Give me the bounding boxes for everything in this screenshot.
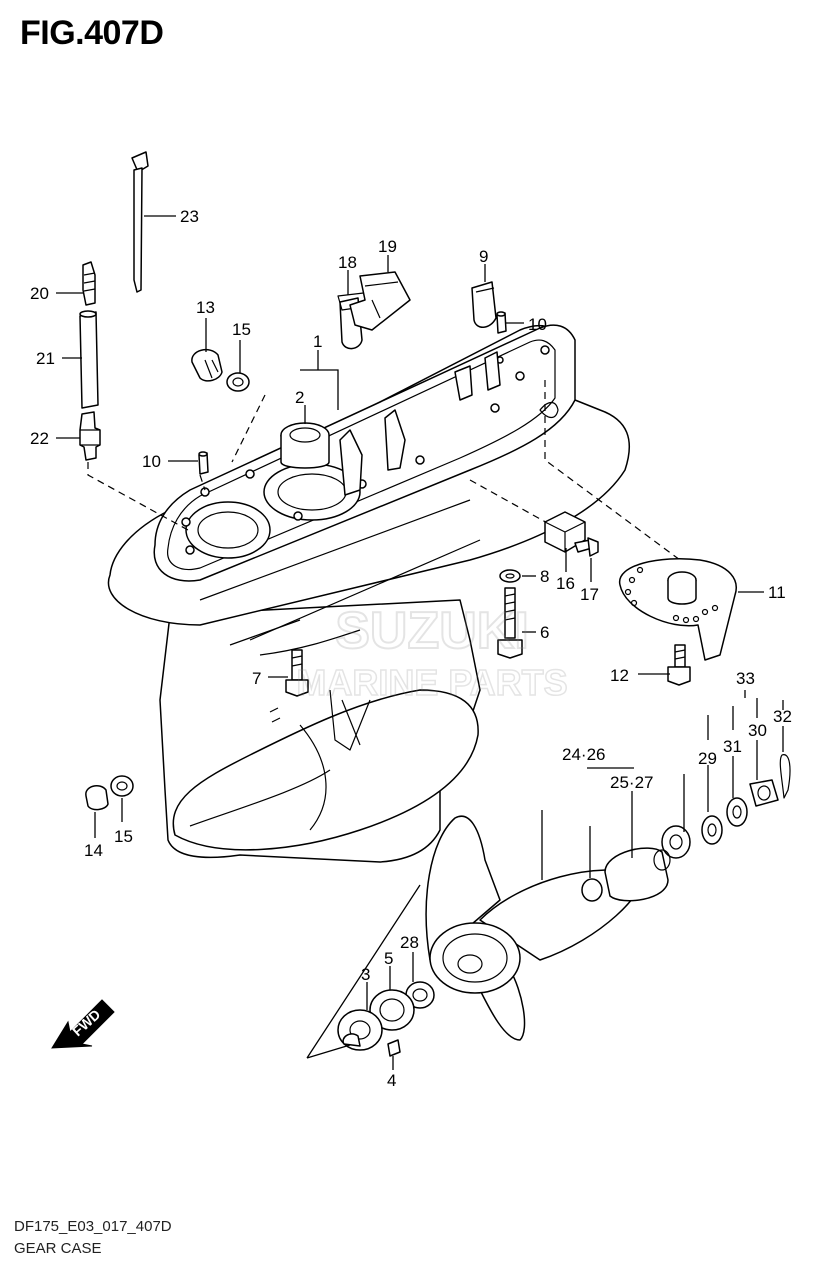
part-24-26-spacer [661,825,691,859]
part-23-cable-tie [131,151,149,293]
part-10-dowel-pin-left [198,451,209,475]
callout-32: 32 [773,707,792,726]
callout-4: 4 [387,1071,396,1090]
callout-14: 14 [84,841,103,860]
callout-5: 5 [384,949,393,968]
callout-17: 17 [580,585,599,604]
leader-lines [56,215,784,1070]
callout-13: 13 [196,298,215,317]
callout-10-right: 10 [528,315,547,334]
callout-8: 8 [540,567,549,586]
callout-19: 19 [378,237,397,256]
callout-16: 16 [556,574,575,593]
part-14-drain-plug [85,785,109,811]
section-name: GEAR CASE [14,1240,102,1257]
part-8-washer [499,569,521,583]
callout-18: 18 [338,253,357,272]
callout-22: 22 [30,429,49,448]
gear-case-housing [107,324,631,863]
part-3-bearing [337,1009,383,1051]
callout-15-lower: 15 [114,827,133,846]
part-4-pin [387,1039,401,1057]
part-30-nut [749,779,779,807]
callout-29: 29 [698,749,717,768]
model-code: DF175_E03_017_407D [14,1218,172,1235]
part-17-bolt [574,537,599,557]
callout-10-left: 10 [142,452,161,471]
part-20-hose-fitting [82,261,96,306]
fwd-arrow-icon: FWD [51,999,115,1049]
callout-6: 6 [540,623,549,642]
callout-7: 7 [252,669,261,688]
part-6-bolt [497,587,523,659]
part-13-plug [191,348,223,382]
part-12-bolt [667,644,691,686]
callout-20: 20 [30,284,49,303]
part-propeller [425,815,643,1041]
figure-footer: DF175_E03_017_407D GEAR CASE [14,1216,172,1260]
callout-2: 2 [295,388,304,407]
part-32-cotter-pin [779,754,791,799]
part-5-thrust-washer [369,989,415,1031]
callout-30: 30 [748,721,767,740]
callout-31: 31 [723,737,742,756]
part-19-bracket [349,271,411,331]
part-28-spacer [405,981,435,1009]
callout-11: 11 [768,583,786,602]
callout-21: 21 [36,349,55,368]
part-7-bolt [285,649,309,697]
callout-28: 28 [400,933,419,952]
callout-labels: 23 20 21 22 13 15 1 2 18 19 9 10 10 8 6 … [30,207,792,1090]
part-16-anode-block [544,511,586,553]
callout-1: 1 [313,332,322,351]
part-21-tube [79,310,99,409]
part-25-27-damper [581,847,671,902]
callout-15-upper: 15 [232,320,251,339]
part-31-washer [726,797,748,827]
callout-3: 3 [361,965,370,984]
part-22-connector [79,411,101,461]
figure-title: FIG.407D [20,14,164,52]
part-15-gasket-upper [226,372,250,392]
callout-24-26: 24·26 [562,745,605,764]
part-9-cover [471,281,497,328]
shaft-guide [306,884,421,1059]
part-11-trim-anode [619,557,737,661]
part-15-gasket-lower [110,775,134,797]
callout-23: 23 [180,207,199,226]
callout-9: 9 [479,247,488,266]
part-10-dowel-pin-right [496,311,507,334]
callout-12: 12 [610,666,629,685]
callout-25-27: 25·27 [610,773,653,792]
callout-33: 33 [736,669,755,688]
part-29-washer [701,815,723,845]
